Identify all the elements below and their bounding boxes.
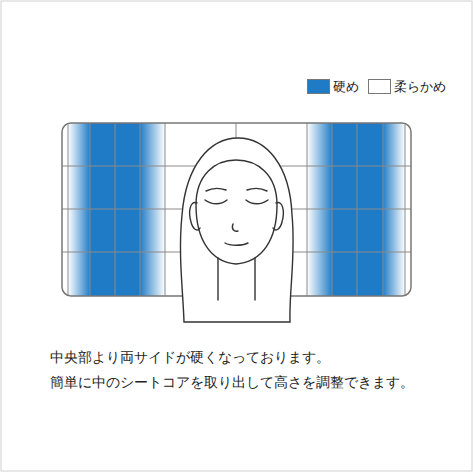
legend-swatch [368, 79, 391, 94]
legend-swatch [307, 79, 330, 94]
face-figure [180, 138, 293, 322]
legend-text: 硬め [333, 78, 359, 95]
caption-line: 簡単に中のシートコアを取り出して高さを調整できます。 [50, 373, 414, 391]
caption-line: 中央部より両サイドが硬くなっております。 [50, 348, 330, 366]
legend-text: 柔らかめ [394, 78, 446, 95]
